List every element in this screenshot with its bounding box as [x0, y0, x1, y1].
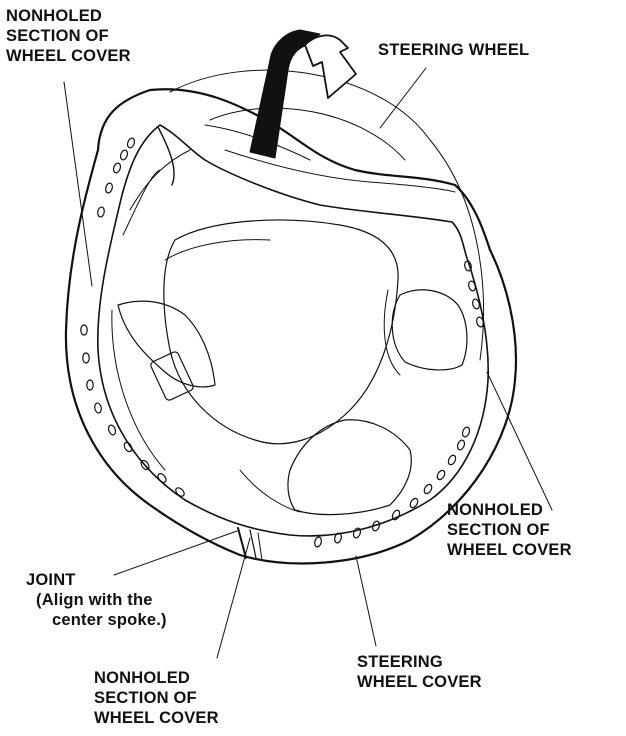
label-line: SECTION OF	[94, 688, 219, 708]
steering-wheel-rim-inner	[210, 108, 405, 160]
label-line: JOINT	[26, 570, 167, 590]
label-line: SECTION OF	[447, 520, 572, 540]
lower-spoke	[288, 420, 411, 515]
label-nonholed-right: NONHOLED SECTION OF WHEEL COVER	[447, 500, 572, 560]
label-line: WHEEL COVER	[447, 540, 572, 560]
label-line: WHEEL COVER	[94, 708, 219, 728]
label-line: NONHOLED	[447, 500, 572, 520]
label-line: STEERING	[357, 652, 482, 672]
leader-steering-wheel	[380, 68, 426, 128]
label-joint: JOINT (Align with the center spoke.)	[26, 570, 167, 630]
label-line: NONHOLED	[94, 668, 219, 688]
steering-wheel-rim	[170, 70, 483, 360]
label-nonholed-top-left: NONHOLED SECTION OF WHEEL COVER	[6, 6, 131, 66]
left-spoke	[118, 301, 215, 387]
label-nonholed-bottom: NONHOLED SECTION OF WHEEL COVER	[94, 668, 219, 728]
label-line: WHEEL COVER	[357, 672, 482, 692]
leader-nonholed-right	[487, 372, 552, 510]
label-line: NONHOLED	[6, 6, 131, 26]
label-steering-wheel-cover: STEERING WHEEL COVER	[357, 652, 482, 692]
label-line: (Align with the	[36, 590, 167, 610]
label-line: WHEEL COVER	[6, 46, 131, 66]
leader-joint	[114, 531, 237, 575]
right-spoke	[392, 290, 467, 370]
leader-nonholed-bottom	[217, 538, 250, 658]
stitch-holes	[81, 137, 485, 547]
curved-arrow	[305, 35, 356, 98]
label-line: center spoke.)	[52, 610, 167, 630]
label-line: STEERING WHEEL	[378, 40, 529, 60]
leader-cover	[356, 556, 376, 646]
wheel-cover-inner	[98, 125, 488, 536]
hub	[164, 220, 398, 444]
label-steering-wheel: STEERING WHEEL	[378, 40, 529, 60]
label-line: SECTION OF	[6, 26, 131, 46]
